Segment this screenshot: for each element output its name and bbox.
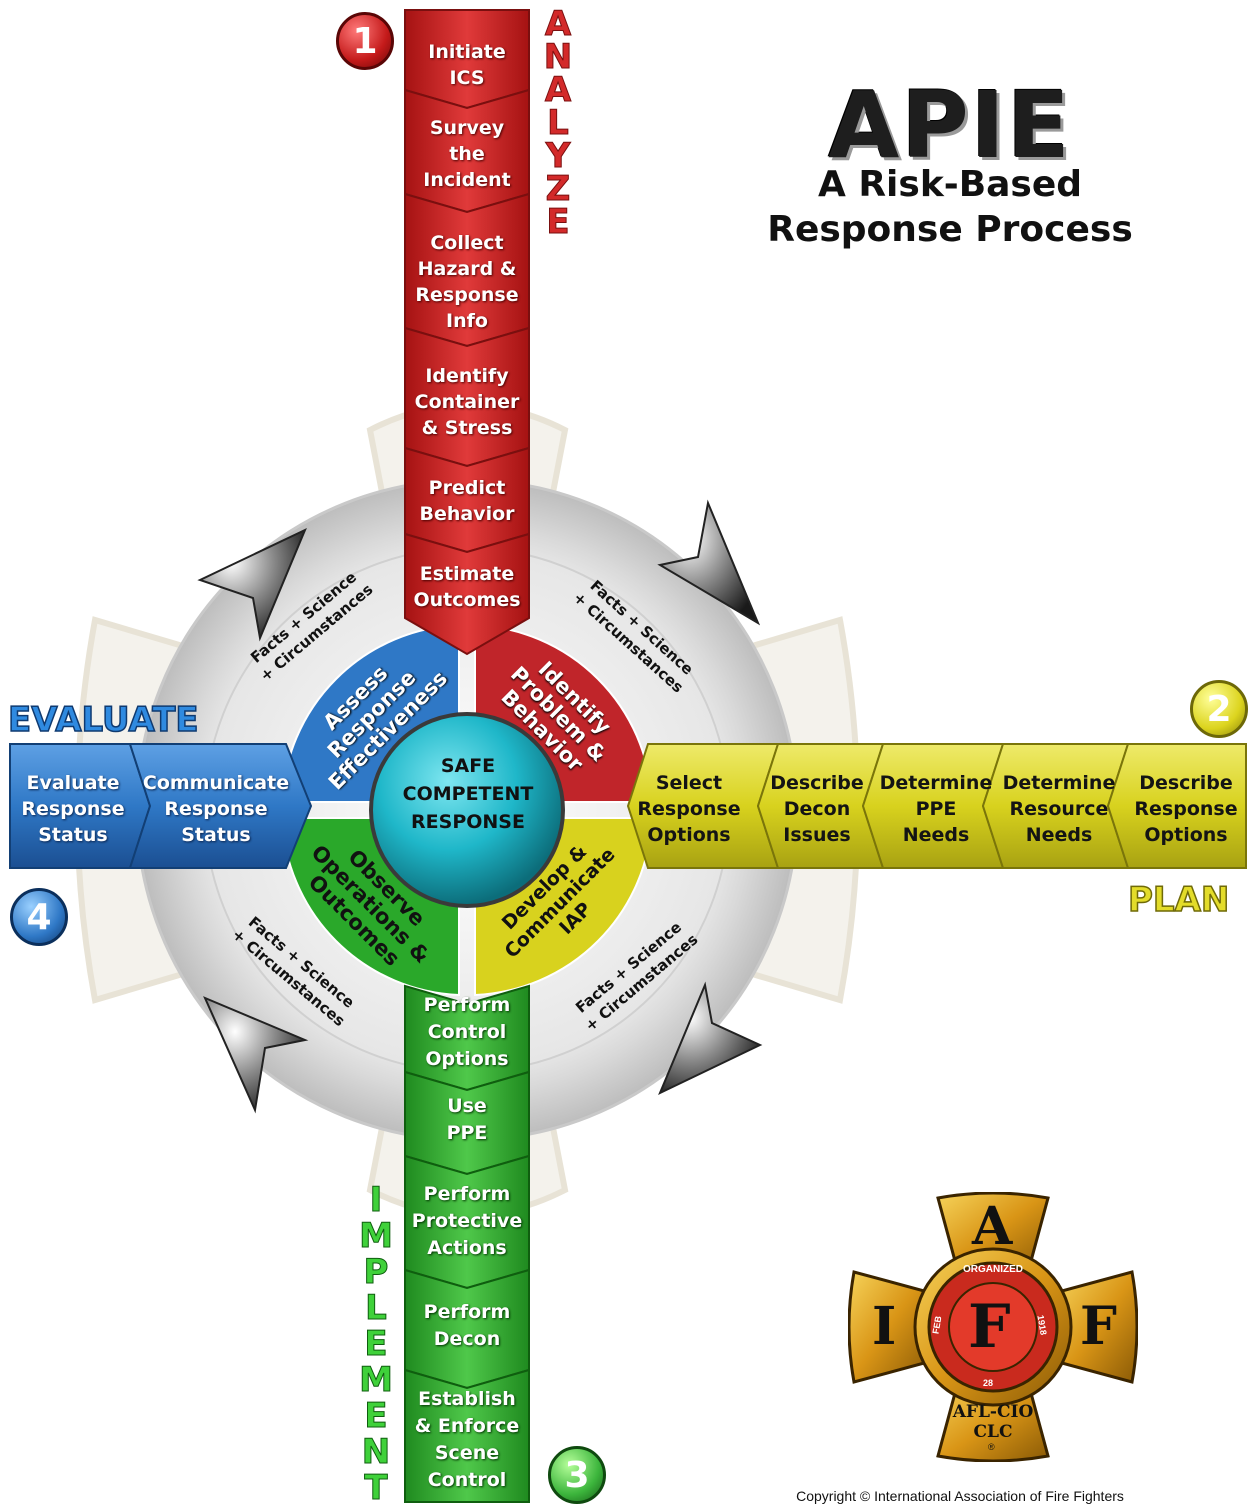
- cycle-arrow-top-left: [197, 527, 307, 642]
- page-subtitle-line1: A Risk-Based: [817, 164, 1083, 205]
- logo-letter-a: A: [972, 1196, 1013, 1257]
- phase-number-4: 4: [10, 888, 68, 946]
- analyze-step-identify-container: Identify Container & Stress: [414, 365, 520, 439]
- copyright-text: Copyright © International Association of…: [796, 1488, 1124, 1504]
- plan-step-resource-needs: Determine Resource Needs: [1002, 772, 1116, 846]
- analyze-step-predict: Predict Behavior: [419, 477, 515, 525]
- phase-number-2: 2: [1190, 680, 1248, 738]
- analyze-step-initiate-ics: Initiate ICS: [428, 41, 506, 89]
- analyze-step-collect-info: Collect Hazard & Response Info: [415, 232, 519, 332]
- implement-column: [404, 984, 530, 1503]
- implement-step-use-ppe: Use PPE: [446, 1095, 488, 1144]
- logo-letter-i: I: [872, 1296, 897, 1357]
- implement-step-scene-control: Establish & Enforce Scene Control: [414, 1388, 520, 1491]
- evaluate-row: [9, 743, 313, 869]
- plan-step-select-options: Select Response Options: [637, 772, 741, 846]
- cycle-arrow-top-right: [657, 499, 761, 626]
- implement-step-decon: Perform Decon: [423, 1301, 511, 1350]
- analyze-step-survey: Survey the Incident: [423, 117, 511, 191]
- logo-banner-afl-cio: AFL-CIO: [952, 1402, 1034, 1422]
- center-label: SAFE COMPETENT RESPONSE: [402, 755, 534, 833]
- analyze-column: [404, 9, 530, 656]
- quadrant-wheel: [280, 623, 654, 997]
- plan-step-describe-options: Describe Response Options: [1134, 772, 1238, 846]
- plan-step-ppe-needs: Determine PPE Needs: [879, 772, 993, 846]
- evaluate-label: EVALUATE: [7, 700, 199, 740]
- cycle-arrow-bottom-right: [658, 981, 763, 1096]
- phase-number-1: 1: [336, 12, 394, 70]
- iaff-emblem: [847, 1191, 1139, 1463]
- evaluate-step-communicate-status: Communicate Response Status: [142, 772, 290, 846]
- page-subtitle-line2: Response Process: [767, 209, 1133, 250]
- page-title: APIE: [828, 72, 1072, 179]
- logo-registered-mark: ®: [988, 1442, 995, 1452]
- plan-step-decon-issues: Describe Decon Issues: [770, 772, 864, 846]
- iaff-logo: A I F F ORGANIZED FEB 1918 28 AFL-CIO CL…: [847, 1191, 1139, 1463]
- logo-number: 28: [983, 1378, 994, 1388]
- logo-ring-top: ORGANIZED: [963, 1264, 1023, 1275]
- evaluate-step-evaluate-status: Evaluate Response Status: [21, 772, 125, 846]
- logo-letter-f-center: F: [968, 1292, 1011, 1362]
- plan-row: [626, 743, 1247, 869]
- implement-step-protective-actions: Perform Protective Actions: [411, 1182, 523, 1259]
- plan-label: PLAN: [1127, 880, 1230, 920]
- implement-step-control-options: Perform Control Options: [423, 993, 511, 1070]
- logo-banner-clc: CLC: [973, 1422, 1013, 1442]
- phase-number-3: 3: [548, 1446, 606, 1504]
- cycle-arrow-bottom-left: [203, 996, 309, 1114]
- logo-letter-f-right: F: [1080, 1296, 1117, 1357]
- analyze-step-estimate: Estimate Outcomes: [413, 563, 521, 611]
